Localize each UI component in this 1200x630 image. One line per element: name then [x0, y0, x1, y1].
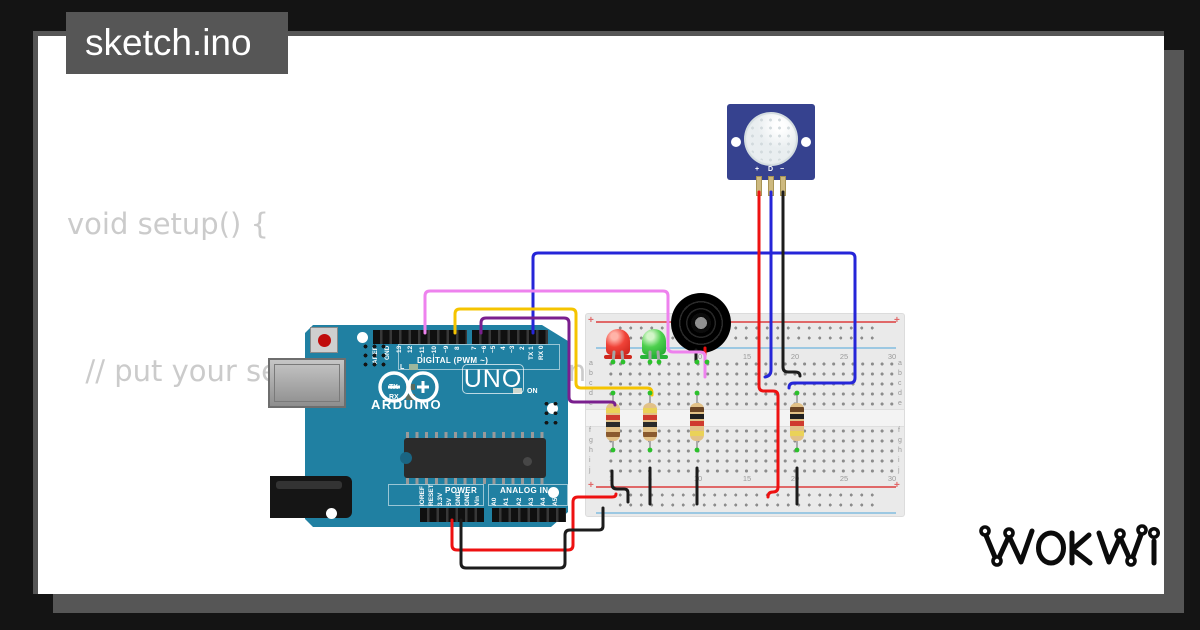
- row-letter: i: [589, 457, 591, 464]
- column-number: 30: [887, 474, 897, 483]
- arduino-uno-board[interactable]: AREF GND 13 12 ~11 ~10 ~9 8 7 ~6 ~5 4 ~3…: [268, 325, 568, 527]
- row-letter: e: [898, 400, 902, 407]
- analog-section-label: ANALOG IN: [500, 486, 549, 495]
- chip-legs: [406, 432, 544, 438]
- arduino-brand-label: ARDUINO: [371, 397, 443, 412]
- row-letter: d: [898, 390, 902, 397]
- led-on-label: ON: [527, 388, 538, 395]
- led-rx-label: RX: [389, 394, 399, 401]
- row-letter: c: [898, 380, 902, 387]
- row-letter: g: [589, 437, 593, 444]
- usb-connector: [268, 358, 346, 408]
- pin-label: Vin: [473, 496, 481, 506]
- row-letter: i: [898, 457, 900, 464]
- piezo-buzzer[interactable]: [671, 293, 731, 353]
- pir-pin: [756, 176, 762, 196]
- row-letter: h: [898, 447, 902, 454]
- power-jack: [270, 476, 352, 518]
- row-letter: j: [898, 467, 900, 474]
- green-led[interactable]: [640, 329, 668, 359]
- bottom-rail-holes: [615, 490, 877, 510]
- row-letter: g: [898, 437, 902, 444]
- row-letter: a: [898, 360, 902, 367]
- code-line: void setup() {: [67, 207, 269, 241]
- resistor[interactable]: [606, 393, 620, 451]
- bottom-rail-blue-line: [596, 512, 896, 514]
- row-letter: b: [589, 370, 593, 377]
- chip-legs: [406, 478, 544, 484]
- column-number: 10: [693, 474, 703, 483]
- breadboard[interactable]: + + 1 5 10 15 20 25 30 a b c d e a b c d…: [585, 313, 905, 517]
- pin-label: A1: [503, 497, 511, 506]
- analog-header: [492, 508, 566, 522]
- arduino-infinity-logo: [378, 371, 439, 403]
- red-led[interactable]: [604, 329, 632, 359]
- pir-pin-label: −: [780, 166, 785, 173]
- digital-header-right: [472, 330, 548, 344]
- file-tab-label: sketch.ino: [85, 22, 252, 63]
- mounting-hole: [357, 332, 368, 343]
- column-number: 25: [839, 474, 849, 483]
- led-rx: [406, 394, 415, 400]
- reset-button[interactable]: [310, 327, 338, 353]
- row-letter: d: [589, 390, 593, 397]
- power-header: [420, 508, 484, 522]
- row-letter: b: [898, 370, 902, 377]
- led-l-label: L: [400, 364, 405, 371]
- analog-pin-labels: A0 A1 A2 A3 A4 A5: [491, 473, 566, 506]
- pir-pin: [768, 176, 774, 196]
- resistor[interactable]: [790, 393, 804, 451]
- column-number: 5: [647, 474, 653, 483]
- row-letter: h: [589, 447, 593, 454]
- wokwi-logo: [979, 524, 1161, 567]
- pin-label: A5: [552, 497, 560, 506]
- pir-fresnel-lens: [744, 112, 798, 166]
- resistor[interactable]: [690, 393, 704, 451]
- pir-pin-label: +: [755, 166, 760, 173]
- mounting-hole: [801, 137, 811, 147]
- row-letter: c: [589, 380, 593, 387]
- row-letter: f: [589, 427, 591, 434]
- pir-motion-sensor[interactable]: + D −: [727, 104, 815, 196]
- pir-pin: [780, 176, 786, 196]
- power-pin-labels: IOREF RESET 3.3V 5V GND GND Vin: [419, 473, 484, 506]
- column-number: 20: [790, 474, 800, 483]
- rail-plus-mark: +: [894, 315, 900, 326]
- uno-model-label: UNO: [462, 364, 524, 394]
- mounting-hole: [326, 508, 337, 519]
- icsp-header-1: [361, 342, 388, 369]
- pin-label: A2: [515, 497, 523, 506]
- file-tab[interactable]: sketch.ino: [66, 12, 288, 74]
- row-letter: j: [589, 467, 591, 474]
- rail-plus-mark: +: [588, 480, 594, 491]
- column-number: 30: [887, 352, 897, 361]
- pir-pin-label: D: [768, 166, 774, 173]
- rail-plus-mark: +: [588, 315, 594, 326]
- bottom-rail-red-line: [596, 486, 896, 488]
- column-number: 1: [608, 474, 614, 483]
- pin-label: RX 0: [537, 346, 545, 361]
- row-letter: e: [589, 400, 593, 407]
- column-number: 15: [742, 474, 752, 483]
- center-channel: [586, 409, 904, 427]
- led-l: [409, 364, 418, 370]
- resistor[interactable]: [643, 393, 657, 451]
- top-rail-blue-line: [596, 347, 896, 349]
- atmega-chip: [400, 438, 546, 478]
- row-letter: a: [589, 360, 593, 367]
- power-section-label: POWER: [445, 486, 478, 495]
- rail-plus-mark: +: [894, 480, 900, 491]
- mounting-hole: [731, 137, 741, 147]
- row-letter: f: [898, 427, 900, 434]
- icsp-header-2: [542, 399, 560, 427]
